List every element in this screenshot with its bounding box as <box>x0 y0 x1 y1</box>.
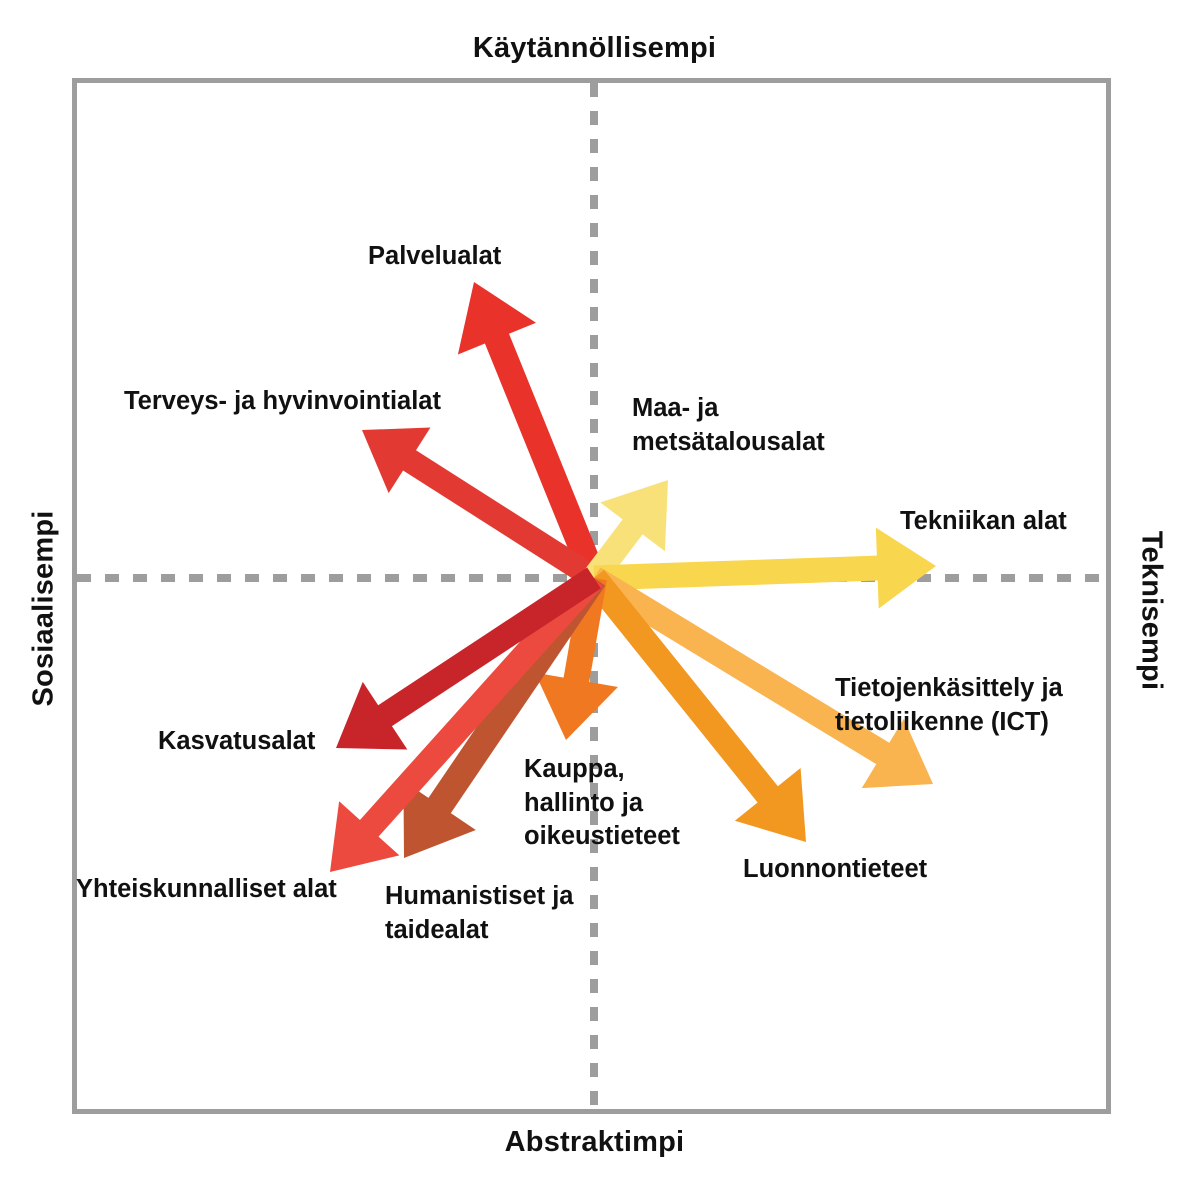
axis-label-top: Käytännöllisempi <box>472 32 717 64</box>
field-label-yhteiskunnalliset-alat: Yhteiskunnalliset alat <box>76 875 337 903</box>
axis-label-right: Teknisempi <box>1135 530 1168 691</box>
arrow-humanistiset-ja-taidealat <box>403 570 606 858</box>
arrow-tietojenkasittely-ja-tietoliikenne-ict <box>587 567 933 789</box>
field-label-kauppa-hallinto-oikeustieteet: Kauppa, hallinto ja oikeustieteet <box>524 755 680 851</box>
field-label-palvelualat: Palvelualat <box>368 242 502 270</box>
arrow-maa-ja-metsatalousalat <box>584 480 668 586</box>
field-label-maa-ja-metsatalousalat: Maa- ja metsätalousalat <box>632 394 825 456</box>
field-label-kasvatusalat: Kasvatusalat <box>158 727 316 755</box>
arrow-tekniikan-alat <box>593 527 936 609</box>
arrow-yhteiskunnalliset-alat <box>330 569 604 872</box>
axis-label-bottom: Abstraktimpi <box>504 1126 685 1158</box>
field-label-humanistiset-ja-taidealat: Humanistiset ja taidealat <box>385 882 574 944</box>
field-label-terveys-ja-hyvinvointialat: Terveys- ja hyvinvointialat <box>124 387 441 415</box>
arrow-kasvatusalat <box>336 567 601 750</box>
arrow-kauppa-hallinto-ja-oikeustieteet <box>534 575 618 740</box>
arrow-terveys-ja-hyvinvointialat <box>362 427 601 589</box>
axis-label-left: Sosiaalisempi <box>27 510 60 707</box>
field-label-luonnontieteet: Luonnontieteet <box>743 855 928 883</box>
arrow-luonnontieteet <box>583 569 806 842</box>
arrow-palvelualat <box>457 282 607 583</box>
field-label-tekniikan-alat: Tekniikan alat <box>900 507 1067 535</box>
field-label-ict: Tietojenkäsittely ja tietoliikenne (ICT) <box>835 674 1063 736</box>
